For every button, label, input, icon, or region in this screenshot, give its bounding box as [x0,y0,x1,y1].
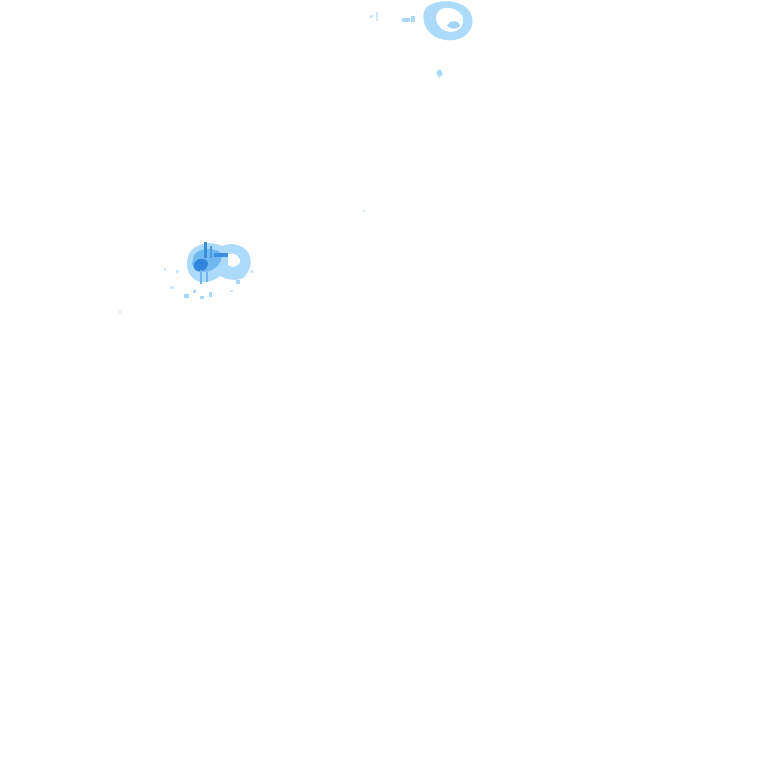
echo-outer-hole [228,253,240,267]
echo-ring-inner [447,21,460,29]
echo-fleck [200,296,204,299]
echo-core-streak [206,272,208,282]
echo-fleck [176,270,179,273]
echo-fleck [230,290,233,292]
echo-cell-west [119,210,365,313]
echo-fleck [370,15,373,18]
echo-fleck [250,270,253,273]
echo-fleck [119,311,121,313]
echo-fleck [236,280,240,284]
echo-fleck [170,286,174,289]
echo-fleck [436,69,443,78]
echo-fleck [164,268,166,271]
echo-fleck [376,12,378,21]
echo-cell-north [370,1,473,78]
echo-core-streak [204,242,207,258]
echo-core-streak [214,253,228,257]
echo-core-streak [200,270,202,284]
echo-core [193,258,208,272]
echo-fleck [402,18,410,22]
echo-fleck [363,210,365,212]
echo-ring [423,1,473,41]
echo-fleck [411,16,415,22]
echo-fleck [193,290,196,293]
echo-fleck [209,292,212,297]
echo-fleck [184,294,189,298]
echo-core-streak [210,246,212,258]
